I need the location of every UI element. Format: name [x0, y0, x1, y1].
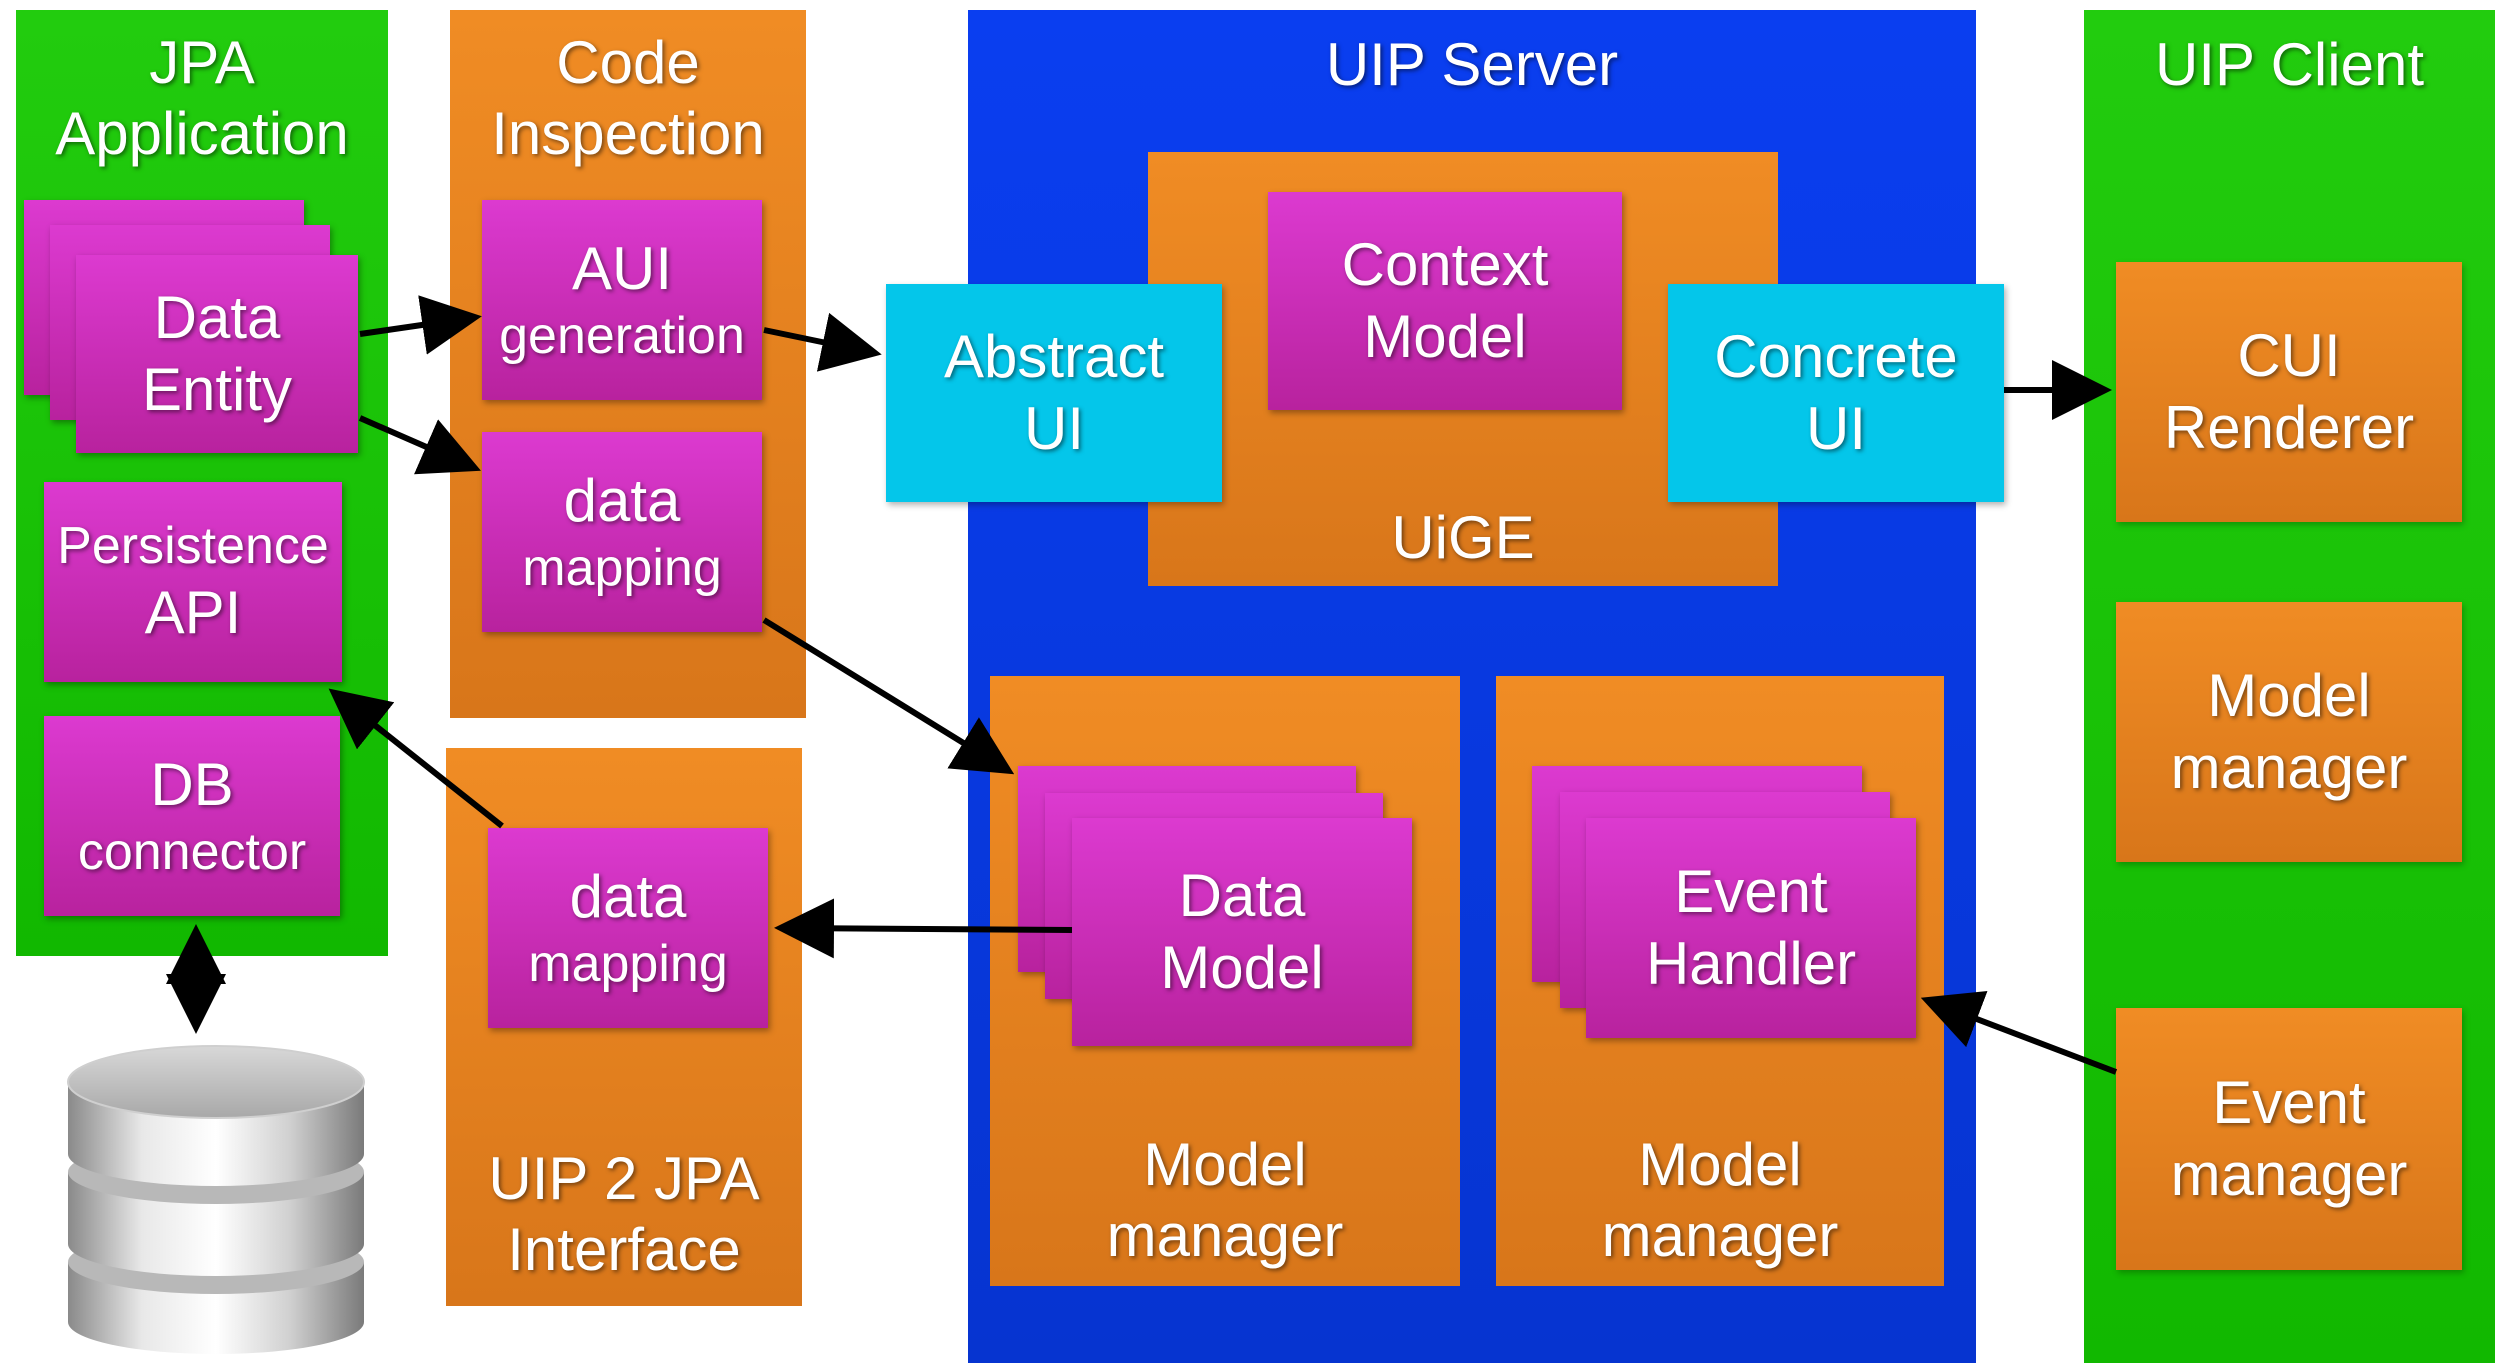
persistence-api-box: Persistence API: [44, 482, 342, 682]
arrow-mapping-to-data-model: [762, 617, 1015, 775]
uip-server-title: UIP Server: [1325, 31, 1619, 98]
arrow-aui-to-abstract-ui: [763, 312, 882, 372]
cui-renderer-box: CUI Renderer: [2116, 262, 2462, 522]
code-inspection-data-mapping-box: data mapping: [482, 432, 762, 632]
uip2jpa-interface-title: UIP 2 JPA Interface: [488, 1145, 760, 1284]
database-icon: [67, 1045, 365, 1354]
data-model-box: Data Model: [1072, 818, 1412, 1046]
model-manager-left-label: Model manager: [1106, 1131, 1344, 1270]
code-inspection-title: Code Inspection: [491, 29, 765, 167]
arrow-entity-to-mapping: [358, 415, 481, 475]
concrete-ui-box: Concrete UI: [1668, 284, 2004, 502]
abstract-ui-box: Abstract UI: [886, 284, 1222, 502]
uip-client-title: UIP Client: [2154, 31, 2424, 98]
event-manager-box: Event manager: [2116, 1008, 2462, 1270]
context-model-box: Context Model: [1268, 192, 1622, 410]
uip2jpa-data-mapping-box: data mapping: [488, 828, 768, 1028]
uige-label: UiGE: [1391, 504, 1535, 572]
client-model-manager-box: Model manager: [2116, 602, 2462, 862]
arrow-entity-to-aui: [359, 295, 482, 355]
data-entity-box: Data Entity: [76, 255, 358, 453]
event-handler-box: Event Handler: [1586, 818, 1916, 1038]
arrow-data-model-to-uip2jpa: [774, 898, 1073, 959]
jpa-application-title: JPA Application: [55, 29, 349, 167]
arrow-uip2jpa-to-persistence: [328, 688, 504, 829]
aui-generation-box: AUI generation: [482, 200, 762, 400]
model-manager-right-label: Model manager: [1601, 1131, 1839, 1270]
db-connector-box: DB connector: [44, 716, 340, 916]
arrow-event-manager-to-handler: [1920, 991, 2118, 1075]
